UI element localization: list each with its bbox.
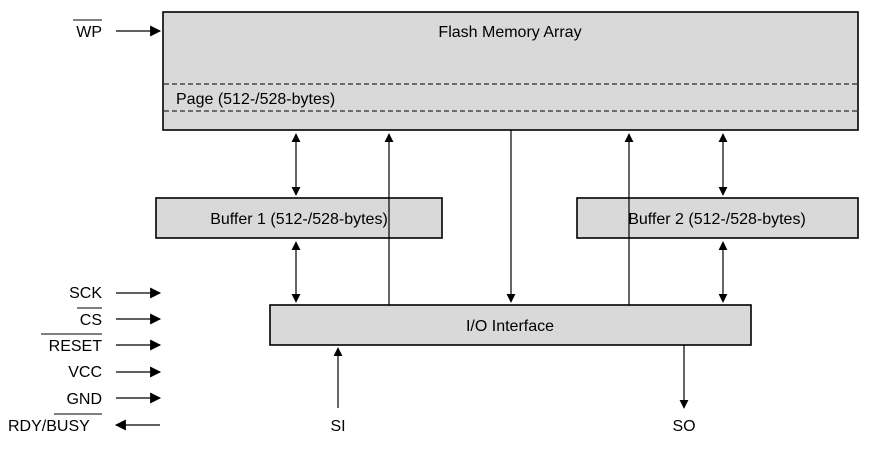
so-pin-label: SO bbox=[672, 418, 695, 435]
flash-memory-array-block: Flash Memory Array Page (512-/528-bytes) bbox=[162, 11, 859, 131]
reset-pin-label: RESET bbox=[49, 338, 103, 355]
rdy-pin-label: RDY/ bbox=[8, 418, 47, 435]
vcc-pin-label: VCC bbox=[68, 364, 102, 381]
gnd-pin-label: GND bbox=[66, 391, 102, 408]
page-label: Page (512-/528-bytes) bbox=[176, 91, 335, 108]
si-pin-label: SI bbox=[330, 418, 345, 435]
cs-pin-label: CS bbox=[80, 312, 102, 329]
buffer1-label: Buffer 1 (512-/528-bytes) bbox=[210, 211, 388, 228]
busy-pin-label: BUSY bbox=[46, 418, 90, 435]
rdy-busy-pin-label: RDY/BUSY bbox=[8, 418, 90, 435]
io-interface-label: I/O Interface bbox=[466, 318, 554, 335]
buffer1-block: Buffer 1 (512-/528-bytes) bbox=[155, 197, 443, 239]
sck-pin-label: SCK bbox=[69, 285, 102, 302]
wp-pin-label: WP bbox=[76, 24, 102, 41]
buffer2-block: Buffer 2 (512-/528-bytes) bbox=[576, 197, 859, 239]
io-interface-block: I/O Interface bbox=[269, 304, 752, 346]
flash-memory-array-label: Flash Memory Array bbox=[438, 24, 581, 41]
buffer2-label: Buffer 2 (512-/528-bytes) bbox=[628, 211, 806, 228]
